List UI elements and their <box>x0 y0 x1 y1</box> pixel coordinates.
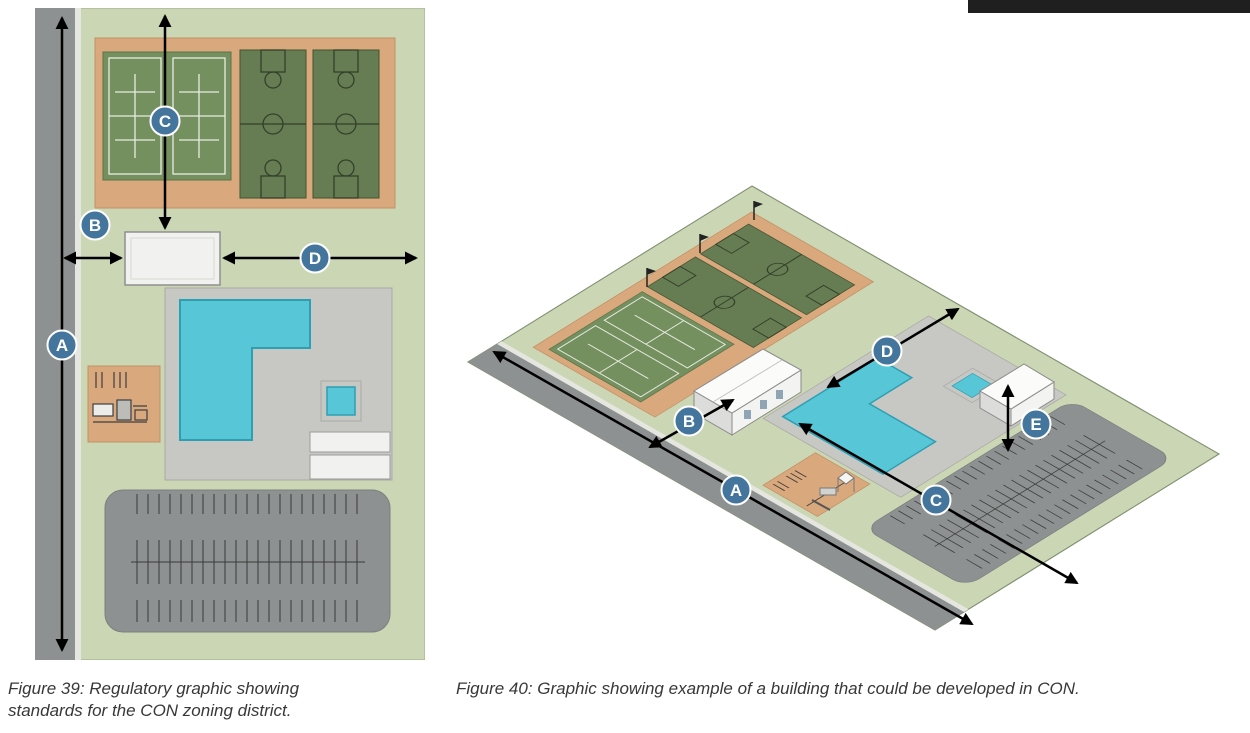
marker-a-label: A <box>56 336 68 355</box>
figure39-caption: Figure 39: Regulatory graphic showing st… <box>8 679 300 721</box>
playground-equipment <box>92 372 148 423</box>
parking-stall-lines <box>131 494 365 622</box>
marker-e-iso: E <box>1020 408 1052 440</box>
site-isometric <box>466 185 1221 631</box>
swimming-pool <box>179 299 311 441</box>
small-pool <box>320 380 362 422</box>
figure40-isometric-diagram: A B C D E <box>466 185 1221 631</box>
figure40-caption: Figure 40: Graphic showing example of a … <box>456 679 1080 698</box>
marker-b-label: B <box>89 216 101 235</box>
marker-c: C <box>149 105 181 137</box>
marker-c-iso: C <box>920 484 952 516</box>
marker-d-iso: D <box>871 335 903 367</box>
marker-d-label: D <box>309 249 321 268</box>
figure39-plan-diagram: A B C D <box>35 8 425 660</box>
basketball-court-lines <box>240 49 379 199</box>
playground <box>87 365 161 443</box>
marker-e-iso-label: E <box>1030 415 1041 434</box>
pool-structures <box>309 431 391 480</box>
marker-c-label: C <box>159 112 171 131</box>
marker-d: D <box>299 242 331 274</box>
marker-b: B <box>79 209 111 241</box>
sidewalk <box>75 8 81 660</box>
marker-b-iso-label: B <box>683 412 695 431</box>
marker-b-iso: B <box>673 405 705 437</box>
parking-lot <box>104 489 391 633</box>
marker-c-iso-label: C <box>930 491 942 510</box>
community-building <box>124 231 221 286</box>
small-building <box>979 363 1055 427</box>
marker-a-iso-label: A <box>730 481 742 500</box>
court-flag-poles <box>646 201 763 287</box>
marker-a-iso: A <box>720 474 752 506</box>
marker-d-iso-label: D <box>881 342 893 361</box>
sports-courts-area <box>94 37 396 209</box>
cropped-header-bar <box>968 0 1250 13</box>
marker-a: A <box>46 329 78 361</box>
